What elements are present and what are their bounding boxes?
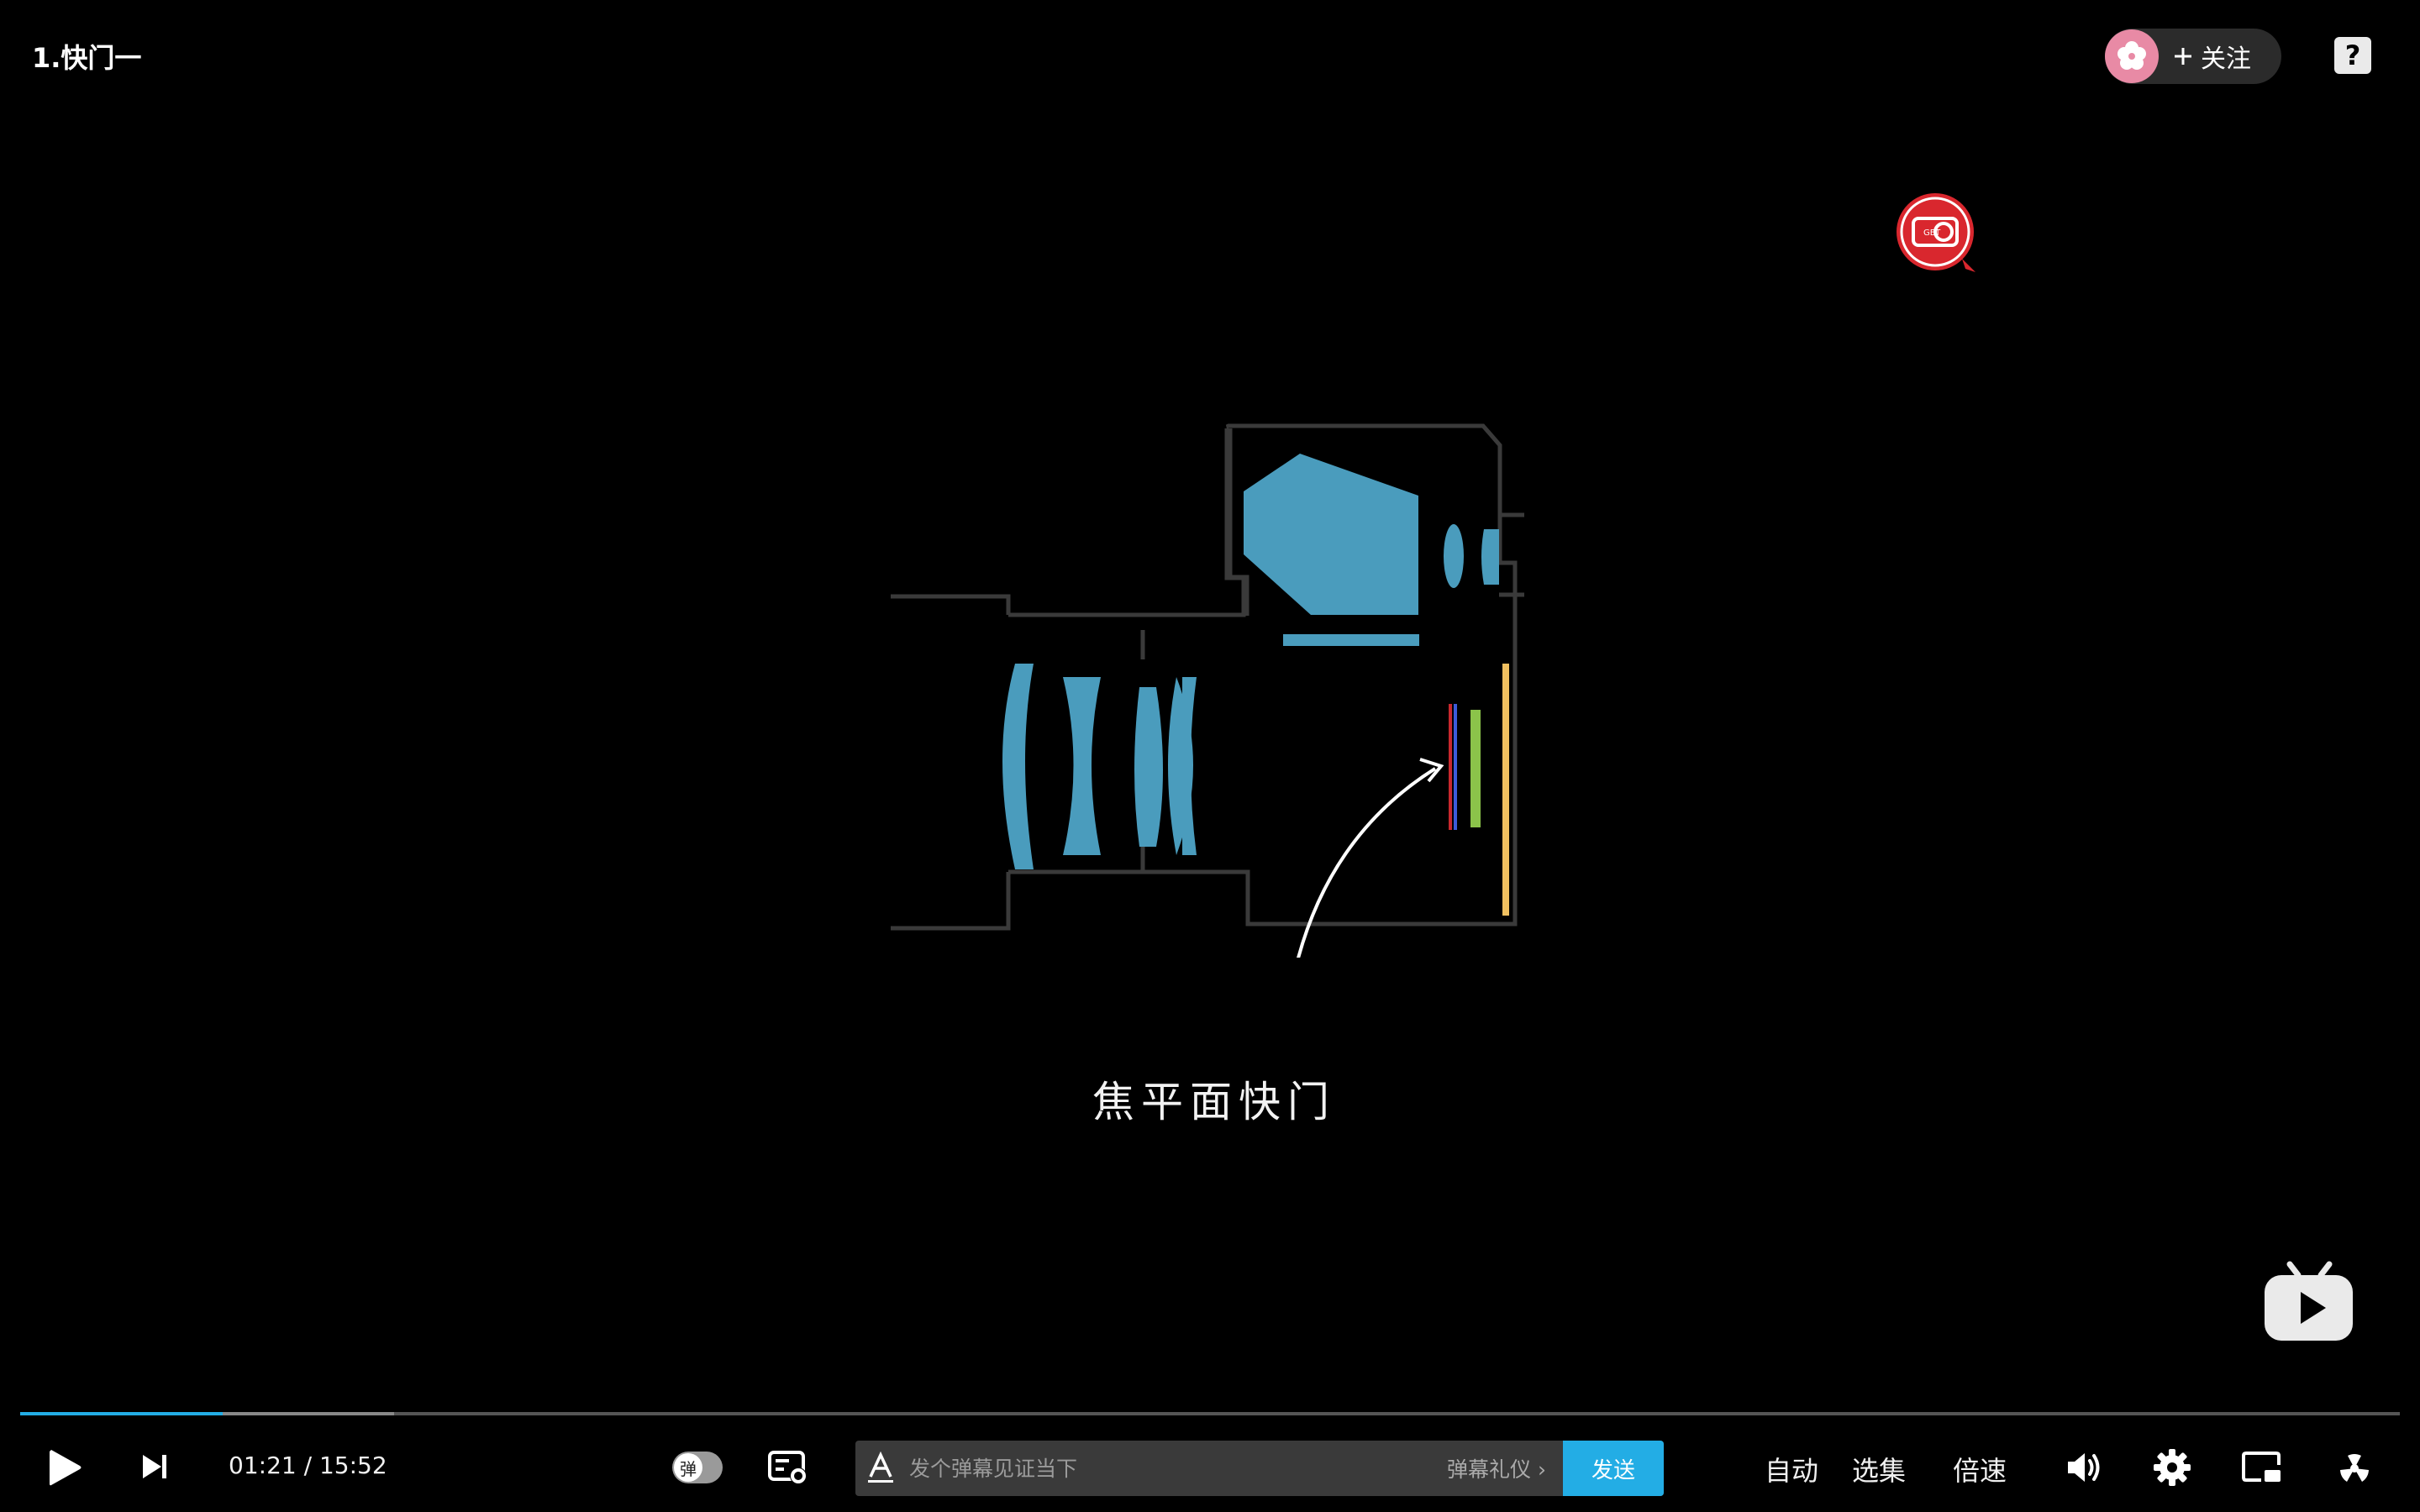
danmaku-input[interactable] xyxy=(906,1441,1448,1496)
follow-button[interactable]: 关注 xyxy=(2105,29,2281,84)
fullscreen-icon[interactable] xyxy=(2333,1445,2376,1488)
play-icon[interactable] xyxy=(44,1446,86,1488)
plus-icon xyxy=(2175,48,2191,65)
get-badge-icon[interactable]: GET xyxy=(1895,192,1979,276)
font-style-icon[interactable] xyxy=(855,1441,906,1496)
help-icon[interactable]: ? xyxy=(2334,37,2371,74)
progress-played xyxy=(20,1412,223,1415)
time-separator: / xyxy=(303,1452,313,1479)
settings-icon[interactable] xyxy=(2151,1446,2193,1488)
danmaku-etiquette-link[interactable]: 弹幕礼仪 › xyxy=(1447,1457,1546,1482)
get-badge-text: GET xyxy=(1923,228,1941,238)
current-time: 01:21 xyxy=(229,1452,297,1479)
tv-logo-icon xyxy=(2265,1261,2353,1341)
danmaku-input-bar: 弹幕礼仪 › 发送 xyxy=(855,1441,1664,1496)
follow-label: 关注 xyxy=(2201,45,2251,74)
danmaku-toggle-knob: 弹 xyxy=(674,1453,702,1482)
duration: 15:52 xyxy=(318,1452,387,1479)
volume-icon[interactable] xyxy=(2063,1446,2105,1488)
uploader-avatar[interactable] xyxy=(2105,29,2159,83)
danmaku-settings-icon[interactable] xyxy=(767,1446,809,1488)
shutter-caption: 焦平面快门 xyxy=(1092,1078,1336,1126)
progress-bar[interactable] xyxy=(20,1412,2400,1415)
video-title: 1.快门一 xyxy=(32,42,142,74)
next-icon[interactable] xyxy=(138,1450,171,1483)
auto-quality-button[interactable]: 自动 xyxy=(1765,1455,1819,1487)
flower-icon xyxy=(2118,41,2146,70)
speed-button[interactable]: 倍速 xyxy=(1953,1455,2007,1487)
send-button[interactable]: 发送 xyxy=(1563,1441,1664,1496)
episodes-button[interactable]: 选集 xyxy=(1852,1455,1907,1487)
camera-diagram xyxy=(891,423,1524,958)
picture-in-picture-icon[interactable] xyxy=(2240,1446,2284,1488)
time-display: 01:21 / 15:52 xyxy=(229,1452,387,1479)
danmaku-toggle[interactable]: 弹 xyxy=(672,1452,723,1483)
